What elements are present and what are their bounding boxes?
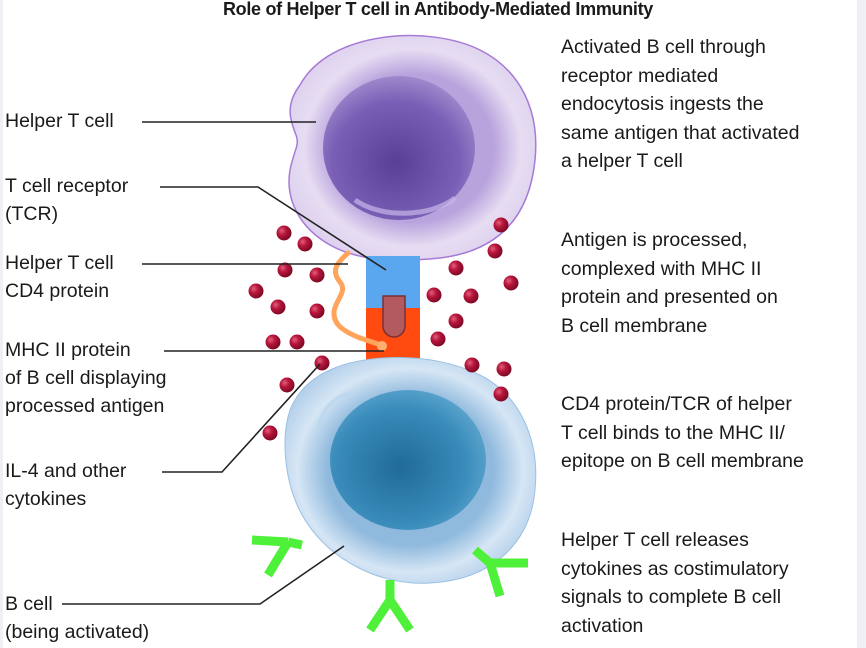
cytokine-dot bbox=[426, 287, 442, 303]
b-cell-nucleus bbox=[330, 390, 486, 530]
cytokine-dot bbox=[248, 283, 264, 299]
cytokine-dot bbox=[493, 386, 509, 402]
leader-lines bbox=[62, 121, 387, 605]
right-margin-strip bbox=[857, 0, 866, 648]
helper-t-cell-shape bbox=[288, 34, 537, 261]
antibody-left bbox=[251, 535, 303, 578]
cytokine-dot bbox=[430, 331, 446, 347]
leader-il4 bbox=[162, 363, 321, 473]
cytokine-dot bbox=[487, 243, 503, 259]
cytokine-dot bbox=[279, 377, 295, 393]
cytokine-dot bbox=[493, 217, 509, 233]
step-1-description: Activated B cell through receptor mediat… bbox=[561, 36, 800, 172]
label-mhc2: MHC II protein of B cell displaying proc… bbox=[5, 339, 167, 417]
cytokine-dot bbox=[277, 262, 293, 278]
cytokine-dot bbox=[448, 260, 464, 276]
tcr-mhc-complex bbox=[331, 250, 420, 360]
cd4-protein bbox=[331, 250, 387, 350]
cytokines bbox=[248, 217, 519, 441]
left-margin-strip bbox=[0, 0, 3, 648]
cytokine-dot bbox=[464, 357, 480, 373]
antibodies bbox=[251, 535, 528, 633]
label-b-cell: B cell (being activated) bbox=[5, 593, 150, 643]
cytokine-dot bbox=[262, 425, 278, 441]
cytokine-dot bbox=[503, 275, 519, 291]
cytokine-dot bbox=[270, 299, 286, 315]
step-2-description: Antigen is processed, complexed with MHC… bbox=[561, 229, 778, 337]
label-cd4: Helper T cell CD4 protein bbox=[5, 252, 114, 302]
label-helper-t-cell: Helper T cell bbox=[5, 110, 114, 132]
leader-tcr bbox=[160, 186, 387, 271]
b-cell-shape bbox=[284, 357, 537, 584]
cytokine-dot bbox=[309, 267, 325, 283]
t-cell-nucleus bbox=[323, 76, 475, 220]
antibody-bottom bbox=[366, 580, 414, 633]
cytokine-dot bbox=[309, 303, 325, 319]
label-il4: IL-4 and other cytokines bbox=[5, 460, 127, 510]
antibody-right bbox=[472, 546, 528, 598]
processed-antigen-peg bbox=[382, 295, 406, 338]
cytokine-dot bbox=[289, 334, 305, 350]
cytokine-dot bbox=[463, 288, 479, 304]
step-4-description: Helper T cell releases cytokines as cost… bbox=[561, 529, 789, 637]
label-tcr: T cell receptor (TCR) bbox=[5, 175, 129, 225]
cytokine-dot bbox=[276, 225, 292, 241]
cytokine-dot bbox=[265, 334, 281, 350]
cytokine-dot bbox=[448, 313, 464, 329]
cytokine-dot bbox=[297, 236, 313, 252]
cytokine-dot bbox=[496, 361, 512, 377]
step-3-description: CD4 protein/TCR of helper T cell binds t… bbox=[561, 393, 804, 472]
diagram-title: Role of Helper T cell in Antibody-Mediat… bbox=[222, 0, 654, 19]
leader-b-cell bbox=[62, 545, 345, 605]
